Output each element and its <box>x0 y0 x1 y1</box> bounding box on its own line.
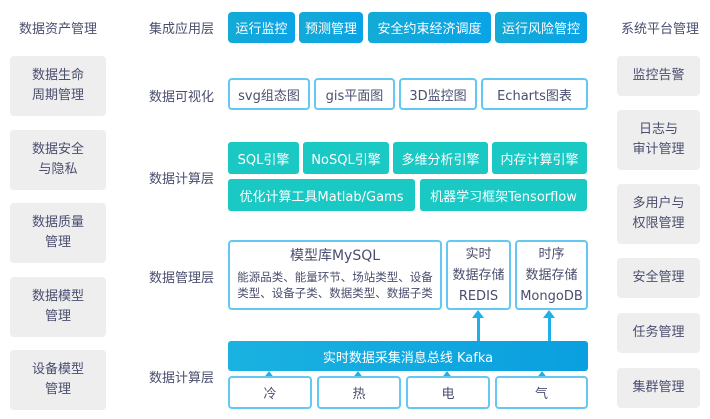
right-item-cluster-management[interactable]: 集群管理 <box>617 368 700 408</box>
arrow-up-icon <box>263 371 275 379</box>
arrow-line <box>477 316 480 341</box>
arrow-up-icon <box>472 310 484 318</box>
compute-sql-engine[interactable]: SQL引擎 <box>228 142 299 174</box>
app-forecast-management[interactable]: 预测管理 <box>299 12 363 43</box>
right-item-monitoring-alerts[interactable]: 监控告警 <box>617 56 700 96</box>
arrow-up-icon <box>441 371 453 379</box>
right-item-user-permissions[interactable]: 多用户与 权限管理 <box>617 184 700 244</box>
layer-label-collection: 数据计算层 <box>148 371 214 386</box>
left-item-data-model[interactable]: 数据模型 管理 <box>10 277 106 337</box>
layer-label-management: 数据管理层 <box>148 271 214 286</box>
right-column-title: 系统平台管理 <box>620 22 699 37</box>
redis-label: 实时 数据存储 REDIS <box>452 246 505 304</box>
mongodb-label: 时序 数据存储 MongoDB <box>520 246 583 304</box>
compute-ml-framework[interactable]: 机器学习框架Tensorflow <box>420 179 587 211</box>
source-electricity[interactable]: 电 <box>406 376 490 409</box>
compute-olap-engine[interactable]: 多维分析引擎 <box>393 142 488 174</box>
compute-nosql-engine[interactable]: NoSQL引擎 <box>303 142 389 174</box>
vis-echarts[interactable]: Echarts图表 <box>481 78 588 110</box>
compute-memory-engine[interactable]: 内存计算引擎 <box>492 142 587 174</box>
left-item-device-model[interactable]: 设备模型 管理 <box>10 350 106 410</box>
app-risk-control[interactable]: 运行风险管控 <box>495 12 587 43</box>
mysql-description: 能源品类、能量环节、场站类型、设备 类型、设备子类、数据类型、数据子类 <box>237 270 433 300</box>
app-run-monitor[interactable]: 运行监控 <box>228 12 295 43</box>
arrow-up-icon <box>352 371 364 379</box>
left-column-title: 数据资产管理 <box>18 22 97 37</box>
layer-label-application: 集成应用层 <box>148 22 214 37</box>
right-item-task-management[interactable]: 任务管理 <box>617 313 700 353</box>
source-cold[interactable]: 冷 <box>228 376 312 409</box>
left-item-data-quality[interactable]: 数据质量 管理 <box>10 203 106 263</box>
layer-label-compute: 数据计算层 <box>148 172 214 187</box>
layer-label-visualization: 数据可视化 <box>148 90 214 105</box>
vis-svg[interactable]: svg组态图 <box>228 78 310 110</box>
compute-optimization-tools[interactable]: 优化计算工具Matlab/Gams <box>228 179 415 211</box>
mongodb-store[interactable]: 时序 数据存储 MongoDB <box>515 240 588 310</box>
arrow-line <box>548 316 551 341</box>
app-security-economic-dispatch[interactable]: 安全约束经济调度 <box>368 12 491 43</box>
left-item-lifecycle[interactable]: 数据生命 周期管理 <box>10 56 106 116</box>
right-item-log-audit[interactable]: 日志与 审计管理 <box>617 110 700 170</box>
source-gas[interactable]: 气 <box>495 376 588 409</box>
arrow-up-icon <box>543 310 555 318</box>
right-item-security-management[interactable]: 安全管理 <box>617 258 700 298</box>
arrow-up-icon <box>536 371 548 379</box>
kafka-message-bus[interactable]: 实时数据采集消息总线 Kafka <box>228 341 588 371</box>
mysql-title: 模型库MySQL <box>289 248 381 264</box>
mysql-model-store[interactable]: 模型库MySQL 能源品类、能量环节、场站类型、设备 类型、设备子类、数据类型、… <box>228 240 442 310</box>
left-item-security-privacy[interactable]: 数据安全 与隐私 <box>10 130 106 190</box>
vis-gis[interactable]: gis平面图 <box>314 78 395 110</box>
vis-3d[interactable]: 3D监控图 <box>399 78 477 110</box>
redis-store[interactable]: 实时 数据存储 REDIS <box>446 240 511 310</box>
source-heat[interactable]: 热 <box>317 376 401 409</box>
